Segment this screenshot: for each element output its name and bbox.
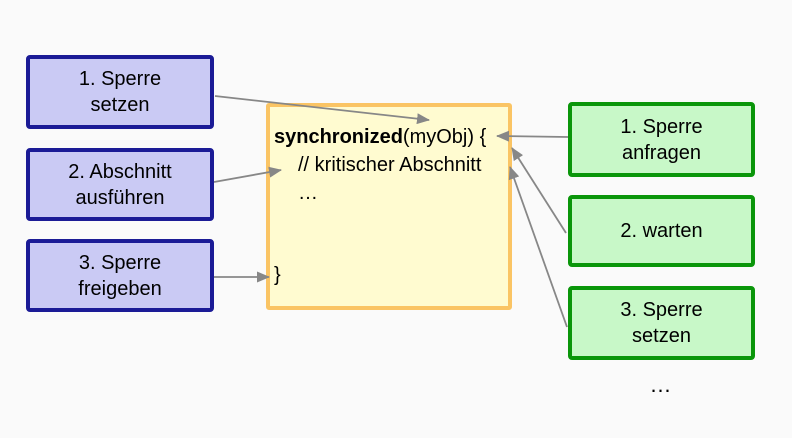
left-step-3-label: 3. Sperre freigeben [78,251,162,300]
code-line-ellipsis: … [298,182,318,204]
arrow-right-step2-to-code [511,147,567,234]
right-step-2-box: 2. warten [568,195,755,267]
code-line1-rest: (myObj) { [402,126,487,148]
continuation-ellipsis: … [649,372,674,397]
left-step-1-box: 1. Sperre setzen [26,55,214,129]
right-step-3-box: 3. Sperre setzen [568,286,755,360]
right-step-1-label: 1. Sperre anfragen [620,115,703,164]
right-step-3-label: 3. Sperre setzen [620,299,703,347]
left-step-2-box: 2. Abschnitt ausführen [26,148,214,221]
right-step-2-label: 2. warten [620,220,703,242]
arrow-right-step3-to-code [508,166,568,328]
code-keyword-synchronized: synchronized [274,126,403,148]
code-line-closing-brace: } [274,264,281,286]
code-line-comment: // kritischer Abschnitt [298,154,482,176]
left-step-2-label: 2. Abschnitt ausführen [68,160,172,209]
right-step-1-box: 1. Sperre anfragen [568,102,755,177]
left-step-3-box: 3. Sperre freigeben [26,239,214,312]
code-line-synchronized: synchronized(myObj) { [274,123,506,151]
code-box: synchronized(myObj) { // kritischer Absc… [266,103,512,310]
left-step-1-label: 1. Sperre setzen [78,68,162,116]
